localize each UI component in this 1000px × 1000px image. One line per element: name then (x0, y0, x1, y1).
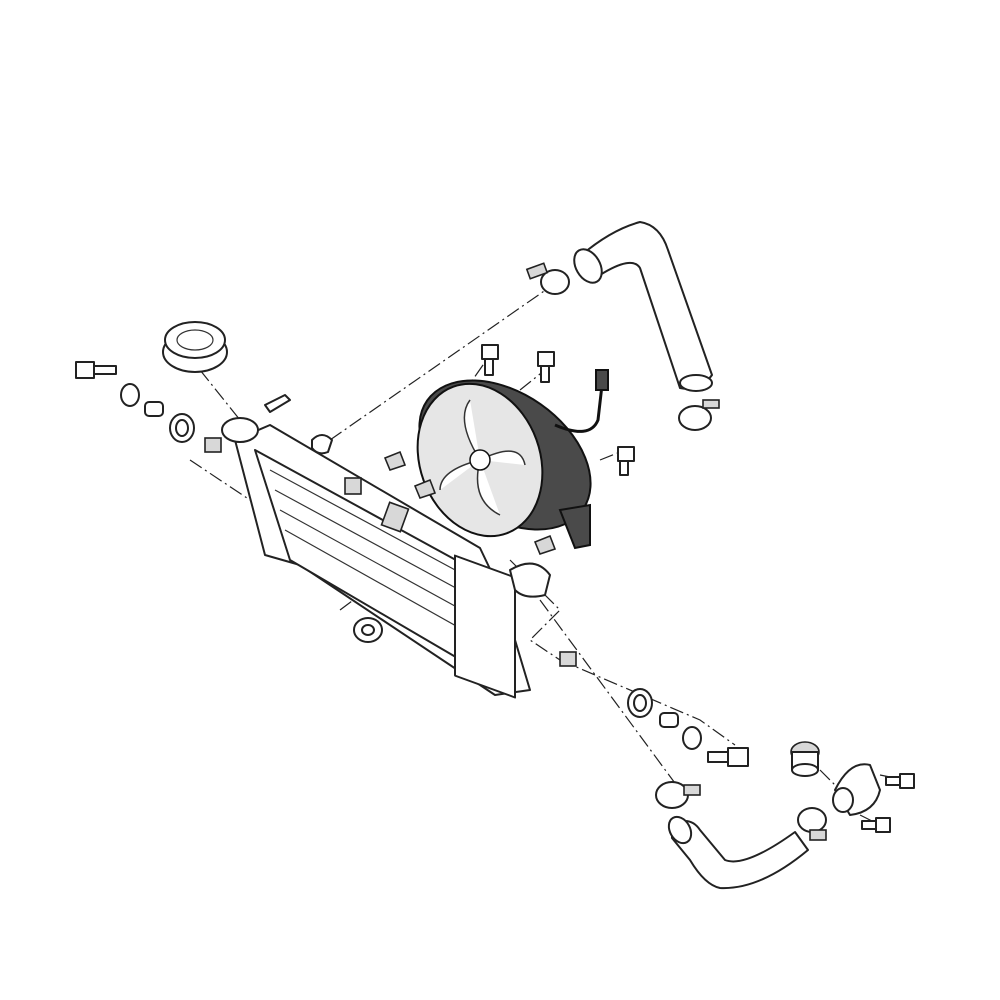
upper-radiator-hose (573, 221, 713, 392)
collar (144, 401, 164, 417)
bolt (707, 747, 749, 767)
fan-mount-nut (383, 450, 407, 471)
grommet (353, 617, 383, 643)
upper-hose-lower-clamp (678, 399, 720, 431)
bolt (617, 446, 635, 476)
lower-radiator-hose (667, 815, 809, 890)
bolt (537, 351, 555, 383)
radiator-cap (162, 321, 228, 373)
lower-hose-clamp (797, 807, 827, 841)
bracket-nut (204, 437, 222, 453)
bolt (885, 773, 915, 789)
bolt (75, 361, 117, 379)
washer (120, 383, 140, 407)
bracket-nut (559, 651, 577, 667)
radiator (221, 394, 551, 699)
grommet (627, 688, 653, 718)
upper-hose-clamp (525, 262, 570, 295)
cooling-fan (416, 369, 609, 550)
water-outlet-housing (832, 763, 881, 816)
fan-mount-nut (413, 478, 437, 499)
washer (682, 726, 702, 750)
lower-hose-clamp (655, 781, 701, 809)
bolt (481, 344, 499, 376)
collar (659, 712, 679, 728)
grommet (169, 413, 195, 443)
thermostat (790, 741, 820, 777)
bolt (861, 817, 891, 833)
fan-mount-nut (533, 534, 557, 555)
